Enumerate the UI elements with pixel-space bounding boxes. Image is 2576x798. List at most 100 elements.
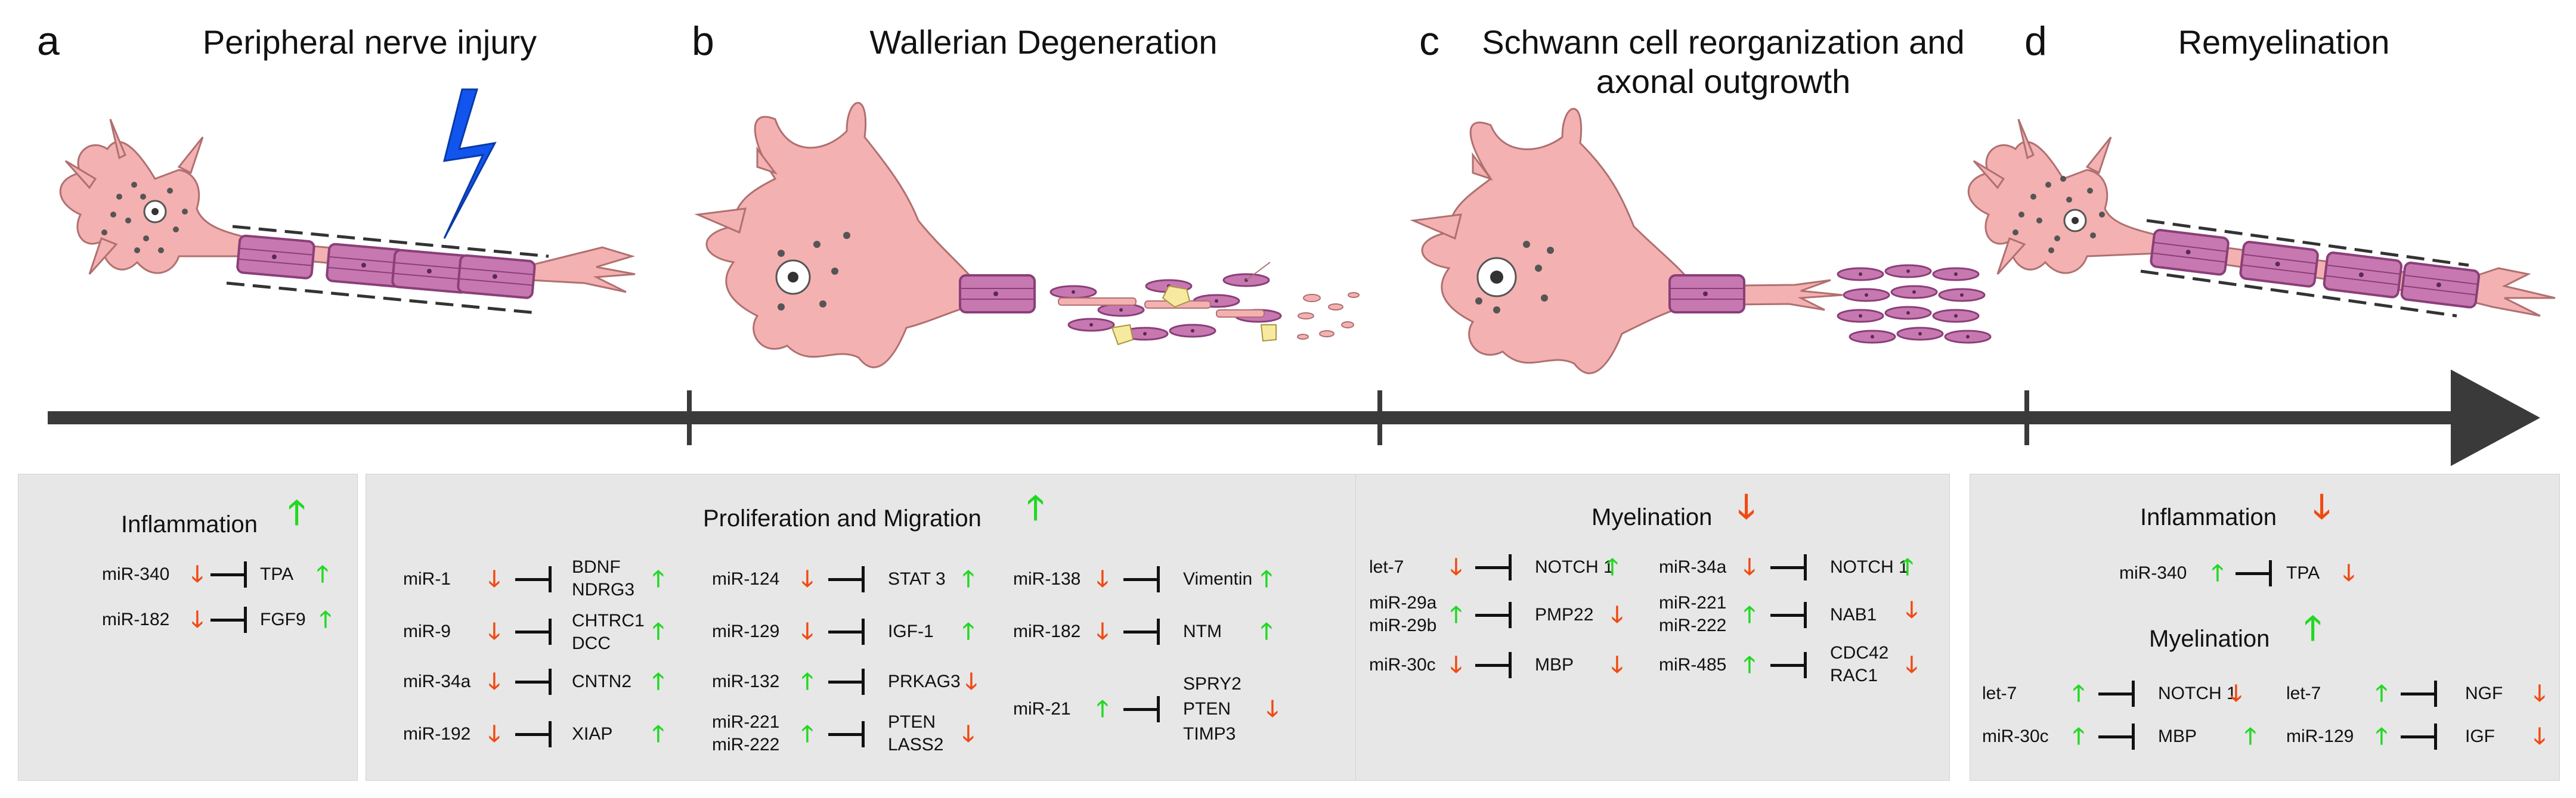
inhibition-bar-icon [1770,554,1809,580]
mirna-label: miR-182 [102,610,170,629]
mirna-label: miR-29a [1369,593,1437,613]
degenerating-fragments [1049,262,1360,346]
target-label: XIAP [572,724,613,744]
green-up-arrow-icon: 🡑 [1027,489,1045,526]
green-up-arrow-icon: 🡑 [962,567,974,592]
panel-b-heading: Proliferation and Migration [703,505,982,532]
target-label: IGF-1 [888,622,934,641]
mirna-label: miR-34a [403,672,471,691]
red-down-arrow-icon: 🡓 [1744,555,1755,580]
green-up-arrow-icon: 🡑 [1450,603,1462,628]
mirna-label: let-7 [2286,684,2321,703]
green-up-arrow-icon: 🡑 [652,669,664,694]
green-up-arrow-icon: 🡑 [2376,681,2388,706]
neuron-stage-d [1967,119,2556,318]
stage-b-title: Wallerian Degeneration [869,23,1218,61]
red-down-arrow-icon: 🡓 [1450,555,1462,580]
target-label: LASS2 [888,735,944,754]
green-up-arrow-icon: 🡑 [317,562,329,587]
stage-a-letter: a [37,18,60,64]
inhibition-bar-icon [1475,602,1513,628]
inhibition-bar-icon [2401,724,2439,750]
stage-d-title: Remyelination [2178,23,2390,61]
stage-b-letter: b [692,18,714,64]
stage-d-letter: d [2024,18,2047,64]
mirna-label: let-7 [1369,557,1404,577]
inhibition-bar-icon [828,566,866,592]
green-up-arrow-icon: 🡑 [1744,653,1755,678]
mirna-label: miR-124 [712,569,780,589]
panel-a: Inflammation 🡑 miR-340 🡓 TPA 🡑 miR-182 🡓… [18,474,358,781]
green-up-arrow-icon: 🡑 [801,669,813,694]
mirna-label: miR-9 [403,622,451,641]
inhibition-bar-icon [515,721,553,747]
target-label: PRKAG3 [888,672,961,691]
red-down-arrow-icon: 🡓 [2313,488,2331,525]
red-down-arrow-icon: 🡓 [965,669,977,694]
inhibition-bar-icon [2401,681,2439,707]
target-label: TPA [260,564,294,584]
mirna-label: miR-222 [712,735,780,754]
green-up-arrow-icon: 🡑 [962,619,974,644]
target-label: SPRY2 [1183,674,1241,694]
target-label: TIMP3 [1183,724,1236,744]
red-down-arrow-icon: 🡓 [1097,567,1109,592]
red-down-arrow-icon: 🡓 [1906,653,1918,678]
inhibition-bar-icon [1475,652,1513,678]
green-up-arrow-icon: 🡑 [2376,724,2388,749]
lightning-bolt-icon [442,88,497,239]
mirna-label: miR-132 [712,672,780,691]
mirna-label: miR-138 [1013,569,1081,589]
target-label: STAT 3 [888,569,946,589]
inhibition-bar-icon [1123,619,1162,645]
green-up-arrow-icon: 🡑 [1606,555,1618,580]
red-down-arrow-icon: 🡓 [488,722,500,747]
inhibition-bar-icon [210,561,249,588]
green-up-arrow-icon: 🡑 [2244,724,2256,749]
red-down-arrow-icon: 🡓 [2343,561,2355,586]
panel-c: Myelination 🡓 let-7 🡓 NOTCH 1 🡑 miR-29a … [1355,474,1950,781]
panel-d: Inflammation 🡓 miR-340 🡑 TPA 🡓 Myelinati… [1970,474,2560,781]
green-up-arrow-icon: 🡑 [2304,609,2322,647]
target-label: NOTCH 1 [1830,557,1909,577]
target-label: FGF9 [260,610,306,629]
green-up-arrow-icon: 🡑 [1902,555,1914,580]
red-down-arrow-icon: 🡓 [191,607,203,632]
neuron-stage-a [59,119,636,315]
target-label: PTEN [1183,699,1231,719]
red-down-arrow-icon: 🡓 [962,722,974,747]
panel-d-heading-myelination: Myelination [2149,626,2270,652]
red-down-arrow-icon: 🡓 [488,567,500,592]
stage-c-letter: c [1419,18,1439,64]
red-down-arrow-icon: 🡓 [488,669,500,694]
target-label: TPA [2286,563,2320,583]
target-label: NDRG3 [572,580,635,600]
inhibition-bar-icon [515,669,553,695]
green-up-arrow-icon: 🡑 [652,619,664,644]
red-down-arrow-icon: 🡓 [1611,653,1623,678]
mirna-label: miR-485 [1659,655,1727,675]
target-label: IGF [2465,726,2495,746]
red-down-arrow-icon: 🡓 [2534,724,2546,749]
red-down-arrow-icon: 🡓 [1097,619,1109,644]
inhibition-bar-icon [210,607,249,633]
timeline-arrow [48,369,2540,466]
nerve-regeneration-illustration [48,88,2556,466]
target-label: BDNF [572,557,621,577]
green-up-arrow-icon: 🡑 [801,722,813,747]
red-down-arrow-icon: 🡓 [2534,681,2546,706]
mirna-label: miR-30c [1369,655,1436,675]
neuron-stage-b [694,102,1360,368]
inhibition-bar-icon [515,566,553,592]
green-up-arrow-icon: 🡑 [1261,619,1272,644]
red-down-arrow-icon: 🡓 [1906,598,1918,623]
mirna-label: miR-129 [712,622,780,641]
inhibition-bar-icon [828,669,866,695]
green-up-arrow-icon: 🡑 [652,722,664,747]
red-down-arrow-icon: 🡓 [1611,603,1623,628]
red-down-arrow-icon: 🡓 [2230,681,2242,706]
red-down-arrow-icon: 🡓 [1267,697,1278,722]
mirna-label: miR-182 [1013,622,1081,641]
inhibition-bar-icon [1770,602,1809,628]
inhibition-bar-icon [828,619,866,645]
